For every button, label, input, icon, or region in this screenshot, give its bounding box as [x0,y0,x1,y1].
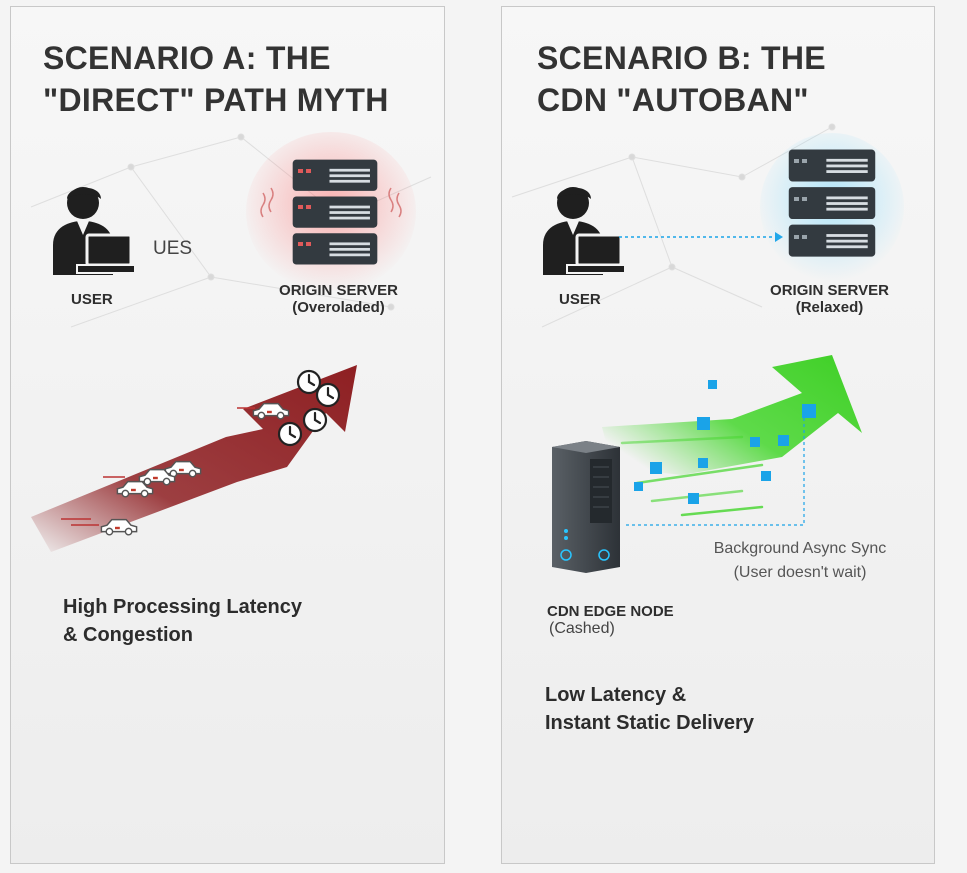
user-laptop-icon [49,179,139,279]
user-label: USER [71,291,113,308]
scenario-a-caption-line1: High Processing Latency [63,596,302,618]
scenario-b-title: SCENARIO B: THE CDN "AUTOBAN" [537,37,826,121]
clock-icon [275,419,305,449]
origin-server-status: (Overoladed) [292,299,385,316]
car-icon [251,399,291,421]
scenario-b-caption-line1: Low Latency & [545,684,687,706]
cdn-node-icon [552,441,620,573]
cdn-edge-title: CDN EDGE NODE [547,603,674,620]
scenario-b-caption-line2: Instant Static Delivery [545,712,754,734]
car-icon [115,477,155,499]
scenario-a-title-line2: "DIRECT" PATH MYTH [43,82,389,118]
server-rack-icon [760,133,904,281]
async-sync-line2: (User doesn't wait) [733,564,867,581]
traffic-arrow-icon [31,365,357,552]
data-packet-icon [688,493,699,504]
origin-server-status: (Relaxed) [795,299,864,316]
async-sync-label: Background Async Sync (User doesn't wait… [700,537,900,585]
data-packet-icon [697,417,710,430]
origin-server-title: ORIGIN SERVER [279,282,398,299]
cdn-edge-label: CDN EDGE NODE (Cashed) [547,603,674,638]
scenario-b-caption: Low Latency & Instant Static Delivery [545,681,754,737]
data-packet-icon [698,458,708,468]
data-packet-icon [778,435,789,446]
data-packet-icon [761,471,771,481]
scenario-a-caption-line2: & Congestion [63,624,193,646]
scenario-a-title-line1: SCENARIO A: THE [43,40,331,76]
cdn-edge-status: (Cashed) [549,620,615,637]
server-rack-icon [246,132,416,292]
scenario-b-title-line2: CDN "AUTOBAN" [537,82,809,118]
user-laptop-icon [539,179,629,279]
scenario-b-title-line1: SCENARIO B: THE [537,40,826,76]
scenario-a-panel: SCENARIO A: THE "DIRECT" PATH MYTH USER … [10,6,445,864]
data-packet-icon [634,482,643,491]
origin-server-label: ORIGIN SERVER (Relaxed) [757,282,902,316]
scenario-a-caption: High Processing Latency & Congestion [63,593,302,649]
origin-server-title: ORIGIN SERVER [770,282,889,299]
scenario-a-title: SCENARIO A: THE "DIRECT" PATH MYTH [43,37,389,121]
data-packet-icon [708,380,717,389]
data-packet-icon [650,462,662,474]
async-sync-line [626,406,805,526]
car-icon [99,515,139,537]
origin-server-label: ORIGIN SERVER (Overoladed) [266,282,411,316]
user-label: USER [559,291,601,308]
data-packet-icon [750,437,760,447]
scenario-b-panel: SCENARIO B: THE CDN "AUTOBAN" USER ORIGI… [501,6,935,864]
data-packet-icon [802,404,816,418]
async-sync-line1: Background Async Sync [713,540,887,557]
connection-label: UES [153,238,193,259]
